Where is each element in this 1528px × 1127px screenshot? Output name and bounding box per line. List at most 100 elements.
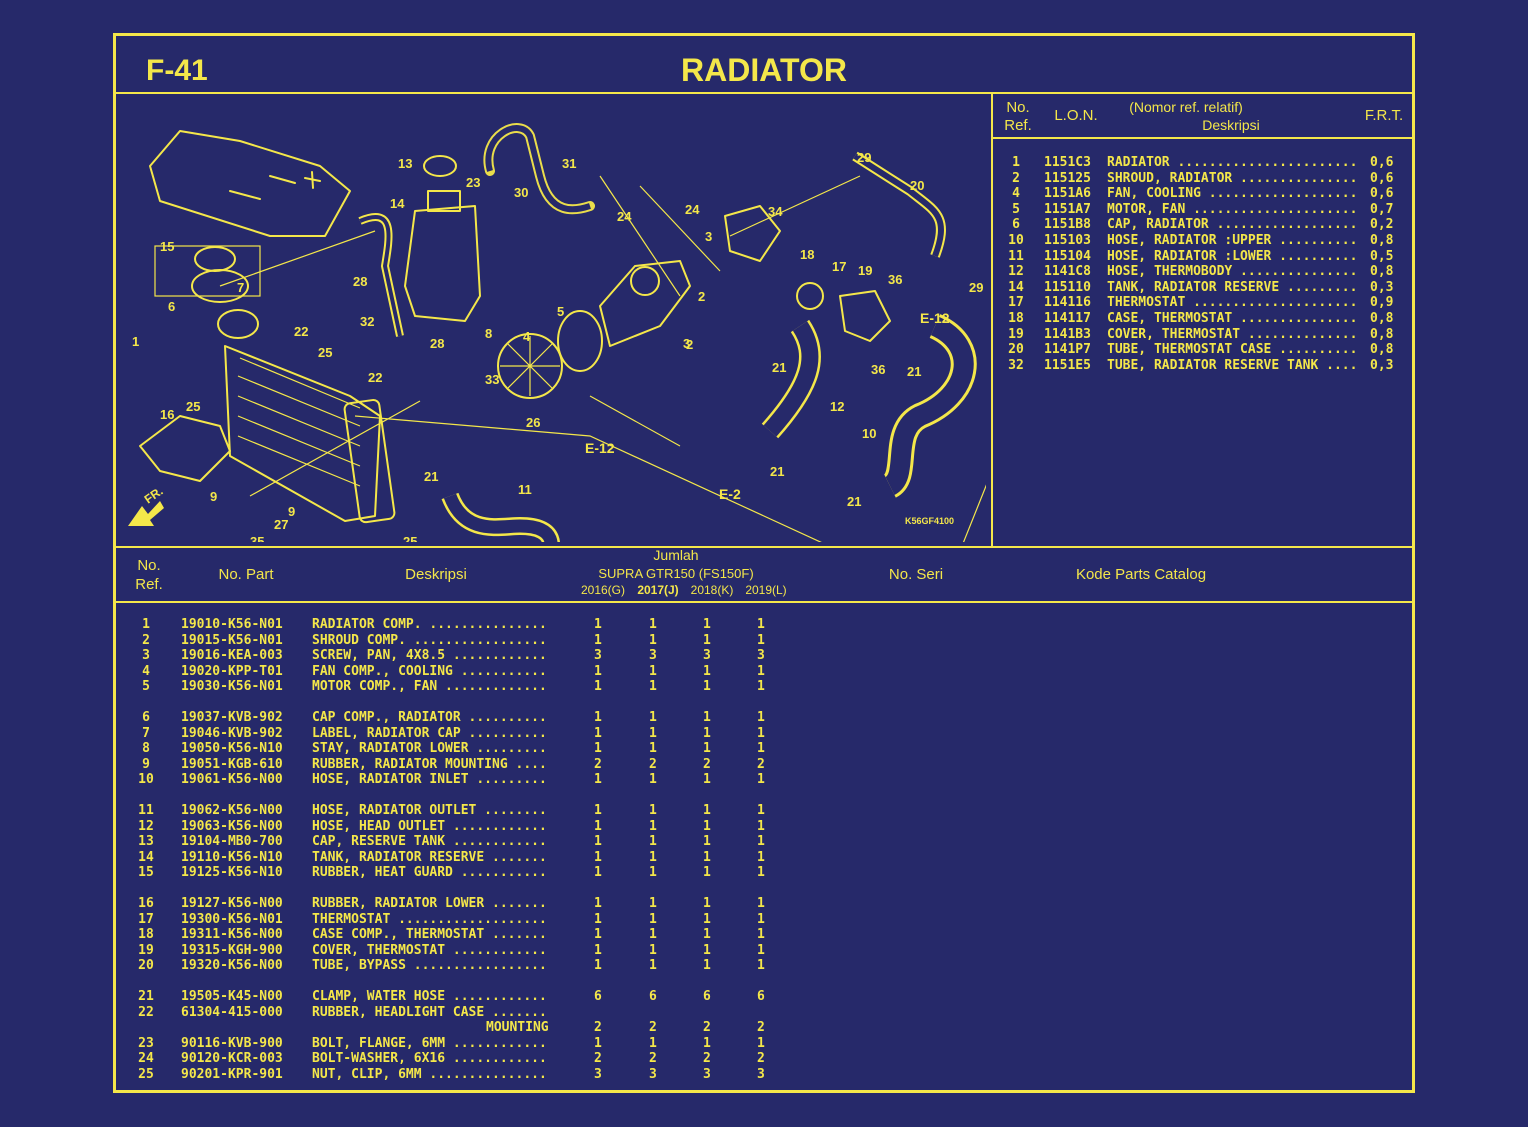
part-number: 19015-K56-N01 (181, 632, 283, 648)
part-qty: 1 (757, 663, 765, 679)
part-callout-label: 21 (907, 364, 921, 379)
lon-ref: 11 (1008, 248, 1024, 264)
lon-header-relative: (Nomor ref. relatif) (1129, 99, 1243, 115)
heat-guard-detail (229, 171, 321, 200)
part-qty: 2 (703, 1051, 711, 1067)
lon-code: 1151E5 (1044, 357, 1091, 373)
part-qty: 1 (703, 911, 711, 927)
part-qty: 2 (649, 1020, 657, 1036)
lon-code: 1141P7 (1044, 342, 1091, 358)
part-callout-label: 28 (353, 274, 367, 289)
radiator-body (224, 345, 381, 522)
lon-ref: 4 (1012, 186, 1020, 202)
part-qty: 1 (649, 958, 657, 974)
part-desc: BOLT, FLANGE, 6MM ............ (312, 1035, 547, 1051)
part-qty: 1 (757, 632, 765, 648)
part-qty: 1 (757, 849, 765, 865)
lon-code: 1141C8 (1044, 264, 1091, 280)
lon-frt: 0,3 (1370, 357, 1394, 373)
part-qty: 1 (757, 896, 765, 911)
part-callout-label: 23 (466, 175, 480, 190)
part-callout-label: 25 (318, 345, 332, 360)
part-ref: 21 (138, 989, 154, 1004)
part-number: 90116-KVB-900 (181, 1035, 283, 1051)
lon-desc: HOSE, RADIATOR :UPPER .......... (1107, 233, 1358, 248)
part-qty: 1 (649, 911, 657, 927)
part-qty: 2 (703, 1020, 711, 1036)
part-callout-label: 20 (910, 178, 924, 193)
part-callout-label: 30 (514, 185, 528, 200)
part-qty: 1 (703, 710, 711, 725)
part-qty: 1 (703, 818, 711, 834)
part-qty: 1 (757, 834, 765, 850)
lon-frt: 0,7 (1370, 201, 1394, 217)
part-desc: BOLT-WASHER, 6X16 ............ (312, 1051, 547, 1067)
part-qty: 1 (649, 803, 657, 818)
part-qty: 3 (594, 648, 602, 664)
part-qty: 1 (649, 1035, 657, 1051)
part-qty: 1 (649, 927, 657, 943)
parts-header-desc: Deskripsi (405, 566, 467, 583)
radiator-filler-neck (217, 309, 259, 339)
lon-frt: 0,8 (1370, 326, 1394, 342)
part-qty: 1 (649, 663, 657, 679)
part-ref: 20 (138, 958, 154, 974)
part-callout-label: 10 (862, 426, 876, 441)
lon-header-divider (992, 137, 1412, 139)
part-callout-label: 18 (800, 247, 814, 262)
year-2017: 2017(J) (637, 583, 679, 597)
lon-ref: 17 (1008, 295, 1024, 311)
lon-code: 114116 (1044, 295, 1091, 311)
lon-frt: 0,9 (1370, 295, 1394, 311)
part-ref: 15 (138, 865, 154, 881)
part-desc: RUBBER, RADIATOR LOWER ....... (312, 896, 547, 911)
part-qty: 1 (757, 741, 765, 757)
part-number: 19320-K56-N00 (181, 958, 283, 974)
lon-header-frt: F.R.T. (1364, 107, 1404, 124)
part-number: 19037-KVB-902 (181, 710, 283, 725)
part-desc: TUBE, BYPASS ................. (312, 958, 547, 974)
outlet-hose-inner (443, 493, 558, 542)
lon-frt: 0,6 (1370, 186, 1394, 202)
head-outlet-hose-inner (763, 321, 819, 437)
lon-code: 1141B3 (1044, 326, 1091, 342)
part-qty: 1 (757, 772, 765, 788)
part-qty: 2 (757, 756, 765, 772)
part-qty: 1 (649, 942, 657, 958)
part-qty: 1 (594, 896, 602, 911)
part-ref: 18 (138, 927, 154, 943)
part-ref: 17 (138, 911, 154, 927)
part-number: 90120-KCR-003 (181, 1051, 283, 1067)
part-qty: 2 (703, 756, 711, 772)
reserve-hose-inner (485, 125, 591, 213)
parts-header-bottom (116, 601, 1412, 603)
part-qty: 1 (757, 1035, 765, 1051)
catalog-page-frame: F-41 RADIATOR No. Ref. L.O.N. (Nomor ref… (113, 33, 1415, 1093)
lon-desc: CAP, RADIATOR .................. (1107, 217, 1358, 233)
part-callout-label: 19 (858, 263, 872, 278)
part-desc: SCREW, PAN, 4X8.5 ............ (312, 648, 547, 664)
part-callout-label: 13 (398, 156, 412, 171)
part-callout-label: 6 (168, 299, 175, 314)
parts-header-quantity: Jumlah (653, 547, 699, 563)
fan-blade-ring (497, 333, 563, 399)
lon-ref: 5 (1012, 201, 1020, 217)
part-desc: CAP COMP., RADIATOR .......... (312, 710, 547, 725)
lon-desc: HOSE, THERMOBODY ............... (1107, 264, 1358, 280)
part-qty: 1 (757, 927, 765, 943)
part-ref: 16 (138, 896, 154, 911)
lon-header-lon: L.O.N. (1054, 107, 1098, 124)
lon-frt: 0,2 (1370, 217, 1394, 233)
lon-frt: 0,6 (1370, 155, 1394, 170)
